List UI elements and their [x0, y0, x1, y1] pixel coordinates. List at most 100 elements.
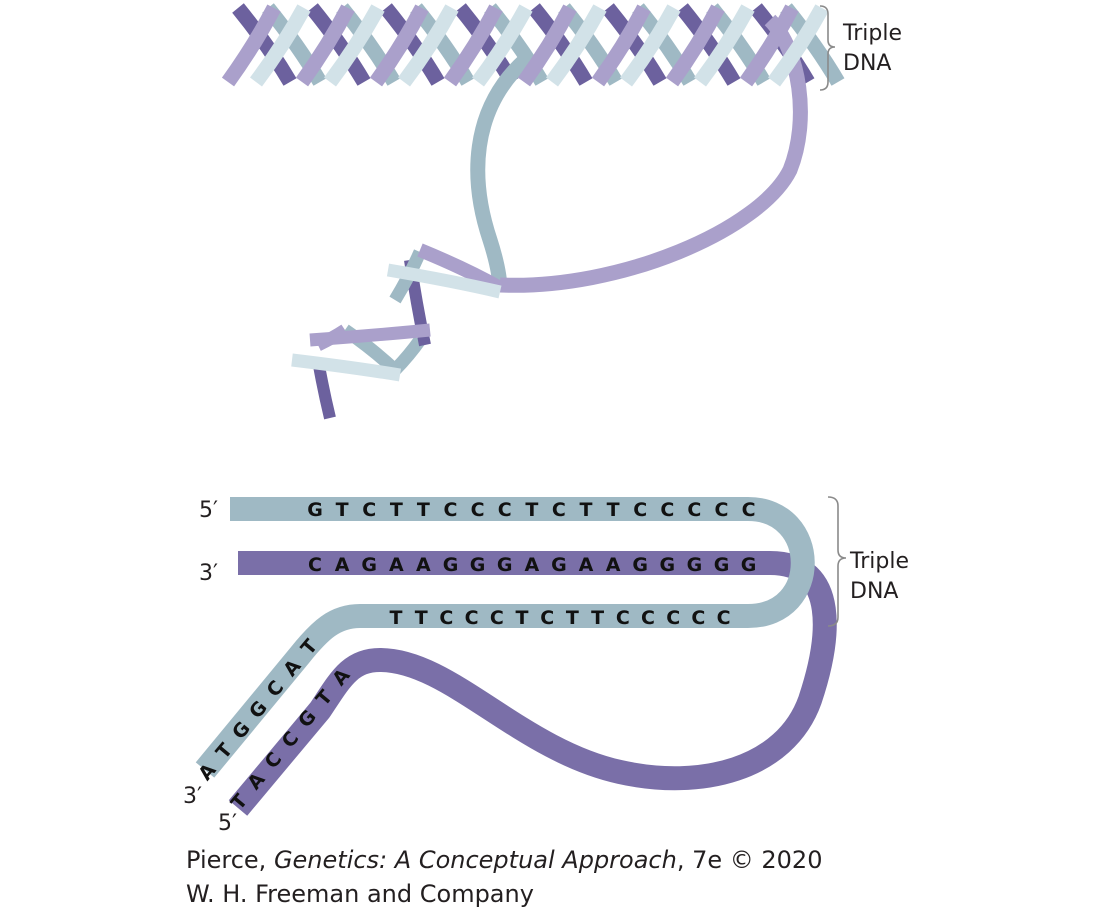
strand3-base: T [415, 607, 428, 629]
top-bracket-label-line2: DNA [843, 51, 891, 76]
credit-book-title: Genetics: A Conceptual Approach [273, 846, 677, 874]
helix-lavender-segment [517, 4, 577, 87]
strand1-end-label: 5′ [199, 498, 218, 523]
strand2-base: G [551, 554, 567, 576]
lower-blue-segment [390, 336, 426, 375]
tail-light-end-label: 3′ [183, 784, 202, 809]
strand2-base: A [416, 554, 431, 576]
strand2-base: G [714, 554, 730, 576]
helix-dark-segment [306, 3, 371, 86]
strand1-base: C [444, 499, 458, 521]
strand1-base: C [660, 499, 674, 521]
loop-strand-lavender [499, 14, 808, 293]
strand3-base: C [616, 607, 630, 629]
helix-light-segment [694, 4, 755, 87]
strand-light-hairpin [195, 497, 815, 778]
strand1-base: C [715, 499, 729, 521]
helix-light-segment [398, 4, 459, 87]
top-triple-helix: Triple DNA [221, 3, 902, 420]
top-bracket-label-line1: Triple [842, 21, 902, 46]
lower-light-segment [386, 263, 502, 299]
loop-strand-blue [470, 54, 531, 291]
strand2-base: A [524, 554, 539, 576]
strand2-base: A [606, 554, 621, 576]
helix-dark-segment [676, 3, 741, 86]
strand3-base: C [666, 607, 680, 629]
credit-line2: W. H. Freeman and Company [186, 880, 534, 908]
helix-light-segment [250, 4, 311, 87]
strand2-end-label: 3′ [199, 561, 218, 586]
strand3-base: C [490, 607, 504, 629]
helix-light-segment [472, 4, 533, 87]
strand3-base: C [641, 607, 655, 629]
strand3-base: T [516, 607, 529, 629]
strand2-base: G [361, 554, 377, 576]
strand2-base: A [389, 554, 404, 576]
helix-lavender-segment [221, 4, 281, 87]
credit-line1: Pierce, Genetics: A Conceptual Approach,… [186, 846, 822, 874]
strand2-base: G [659, 554, 675, 576]
helix-lavender-segment [443, 4, 503, 87]
helix-light-segment [620, 4, 681, 87]
strand2-base: C [308, 554, 322, 576]
helix-light-segment [768, 4, 829, 87]
helix-lavender-segment [591, 4, 651, 87]
helix-front-strands [221, 4, 829, 87]
strand2-base: G [470, 554, 486, 576]
bottom-bracket-label-line1: Triple [849, 549, 909, 574]
strand1-base: T [390, 499, 403, 521]
helix-lavender-segment [369, 4, 429, 87]
strand1-base: C [742, 499, 756, 521]
strand2-base: G [687, 554, 703, 576]
helix-light-segment [324, 4, 385, 87]
strand3-base: C [717, 607, 731, 629]
credit-suffix: , 7e © 2020 [676, 846, 823, 874]
credit-prefix: Pierce, [186, 846, 274, 874]
helix-lavender-segment [665, 4, 725, 87]
bottom-bracket-label-line2: DNA [850, 579, 898, 604]
strand2-base: G [443, 554, 459, 576]
helix-light-segment [546, 4, 607, 87]
top-bracket [819, 5, 836, 91]
bottom-bracket [827, 496, 847, 627]
strand3-base: C [691, 607, 705, 629]
strand2-base: G [497, 554, 513, 576]
lower-double-helix [291, 243, 504, 420]
tail-dark-end-label: 5′ [218, 811, 237, 836]
helix-dark-segment [528, 3, 593, 86]
helix-dark-segment [602, 3, 667, 86]
strand1-base: C [687, 499, 701, 521]
strand1-base: C [552, 499, 566, 521]
helix-lavender-segment [295, 4, 355, 87]
strand3-base: C [465, 607, 479, 629]
strand2-base: A [335, 554, 350, 576]
lower-lavender-segment [309, 323, 431, 347]
strand1-base: T [580, 499, 593, 521]
strand2-base: G [741, 554, 757, 576]
strand1-base: T [336, 499, 349, 521]
strand1-base: C [362, 499, 376, 521]
helix-dark-segment [232, 3, 297, 86]
strand3-base: T [566, 607, 579, 629]
lower-light-segment [291, 353, 402, 382]
helix-lavender-segment [739, 4, 799, 87]
strand1-base: C [498, 499, 512, 521]
strand1-base: G [307, 499, 323, 521]
helix-dark-segment [380, 3, 445, 86]
strand1-base: T [525, 499, 538, 521]
strand3-base: C [439, 607, 453, 629]
strand1-base: T [607, 499, 620, 521]
strand1-base: T [417, 499, 430, 521]
strand1-base: C [633, 499, 647, 521]
strand1-base: C [471, 499, 485, 521]
strand-dark-loop [228, 551, 837, 816]
strand3-base: T [390, 607, 403, 629]
strand3-base: T [591, 607, 604, 629]
strand2-base: G [632, 554, 648, 576]
strand3-base: C [540, 607, 554, 629]
strand2-base: A [579, 554, 594, 576]
